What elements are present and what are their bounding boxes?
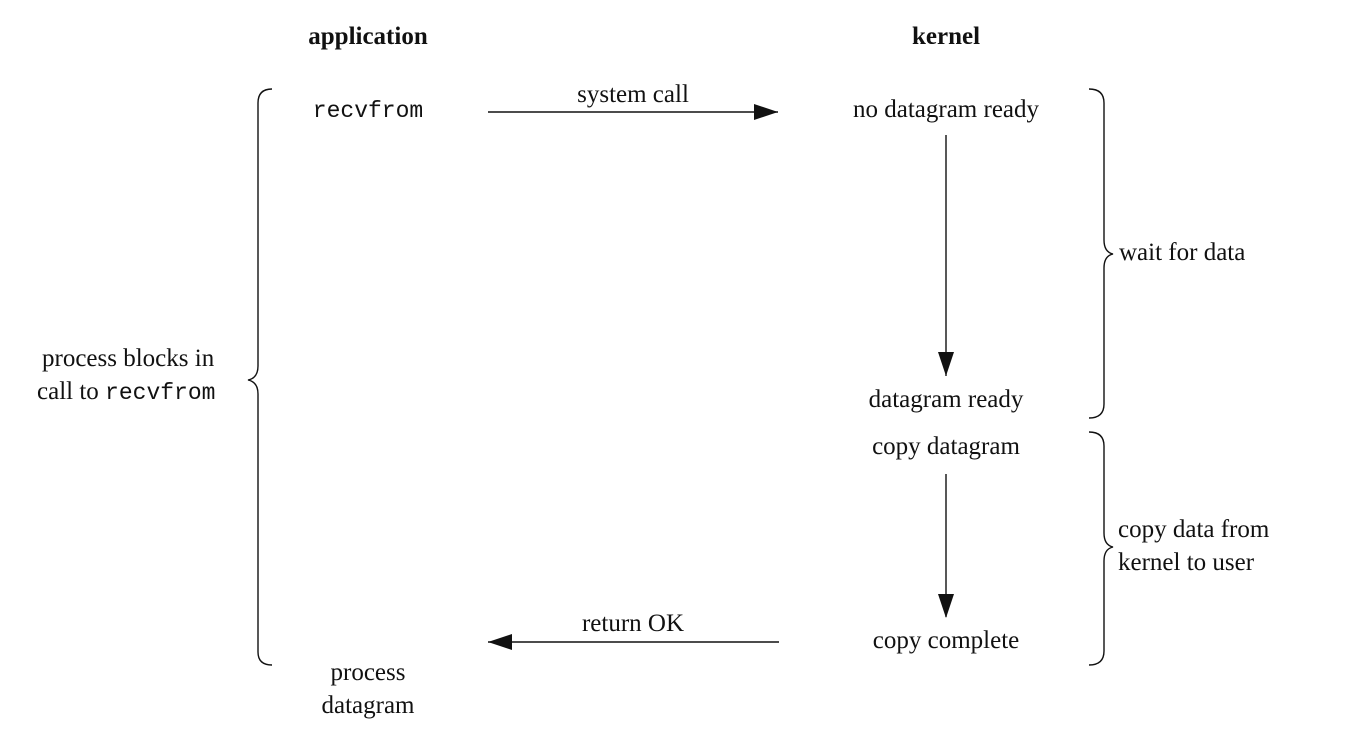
process-datagram-line1: process [330, 659, 406, 686]
kernel-header: kernel [911, 23, 981, 50]
system-call-label: system call [577, 81, 689, 108]
right-arrow-icon [754, 104, 778, 120]
application-header: application [308, 23, 428, 50]
return-ok-label: return OK [581, 610, 685, 637]
brace-icon [247, 88, 273, 666]
process-datagram-line2: datagram [321, 692, 415, 719]
copy-data-label-line1: copy data from [1118, 516, 1270, 543]
no-datagram-ready-label: no datagram ready [852, 96, 1040, 123]
copy-complete-label: copy complete [872, 627, 1020, 654]
down-arrow-icon [938, 352, 954, 376]
recvfrom-call: recvfrom [312, 98, 424, 124]
brace-icon [1088, 431, 1114, 666]
blocks-label-line1: process blocks in [42, 345, 215, 372]
left-arrow-icon [488, 634, 512, 650]
blocks-label-line2: call to recvfrom [37, 375, 215, 410]
blocks-label-code: recvfrom [105, 380, 216, 406]
datagram-ready-label: datagram ready [868, 386, 1024, 413]
brace-icon [1088, 88, 1114, 419]
copy-datagram-label: copy datagram [872, 433, 1020, 460]
down-arrow-icon [938, 594, 954, 618]
blocks-label-prefix: call to [37, 378, 106, 405]
wait-for-data-label: wait for data [1119, 239, 1246, 266]
copy-data-label-line2: kernel to user [1118, 549, 1255, 576]
